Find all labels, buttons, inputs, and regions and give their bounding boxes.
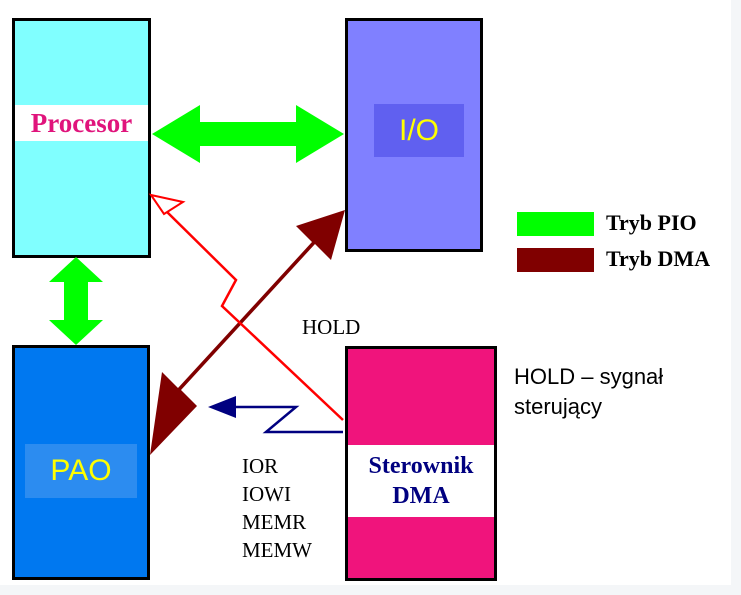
sterownik-label-strip: Sterownik DMA <box>348 445 494 517</box>
pao-block: PAO <box>12 345 150 580</box>
dma-arrow-pao-io <box>150 210 345 455</box>
hold-note-line2: sterujący <box>514 394 603 419</box>
hold-arrowhead <box>148 193 186 216</box>
legend-label-pio: Tryb PIO <box>606 210 697 235</box>
legend-swatch-pio <box>517 212 594 236</box>
procesor-label-strip: Procesor <box>15 105 148 141</box>
legend-label-dma: Tryb DMA <box>606 246 711 271</box>
control-arrowhead <box>208 396 236 418</box>
signal-memw: MEMW <box>242 538 312 562</box>
sterownik-label-line2: DMA <box>392 483 450 509</box>
pio-arrow-procesor-io <box>152 105 344 163</box>
background-strip <box>731 0 741 595</box>
procesor-block: Procesor <box>12 18 151 258</box>
io-label: I/O <box>398 113 439 147</box>
hold-note: HOLD – sygnał sterujący <box>514 362 663 422</box>
control-signal-line <box>230 405 343 434</box>
pao-label-strip: PAO <box>25 444 137 498</box>
io-label-strip: I/O <box>374 104 464 157</box>
sterownik-label-line1: Sterownik <box>368 453 474 479</box>
hold-signal-line <box>162 207 344 421</box>
signal-list: IOR IOWI MEMR MEMW <box>242 452 312 564</box>
io-block: I/O <box>345 18 483 252</box>
background-bottom <box>0 585 741 595</box>
signal-ior: IOR <box>242 454 279 478</box>
hold-note-line1: HOLD – sygnał <box>514 364 664 389</box>
signal-memr: MEMR <box>242 510 307 534</box>
pao-label: PAO <box>50 454 112 487</box>
sterownik-dma-block: Sterownik DMA <box>345 346 497 581</box>
pio-arrow-procesor-pao <box>49 257 103 345</box>
procesor-label: Procesor <box>30 107 133 138</box>
signal-iow: IOWI <box>242 482 291 506</box>
hold-label: HOLD <box>302 315 361 339</box>
legend-swatch-dma <box>517 248 594 272</box>
